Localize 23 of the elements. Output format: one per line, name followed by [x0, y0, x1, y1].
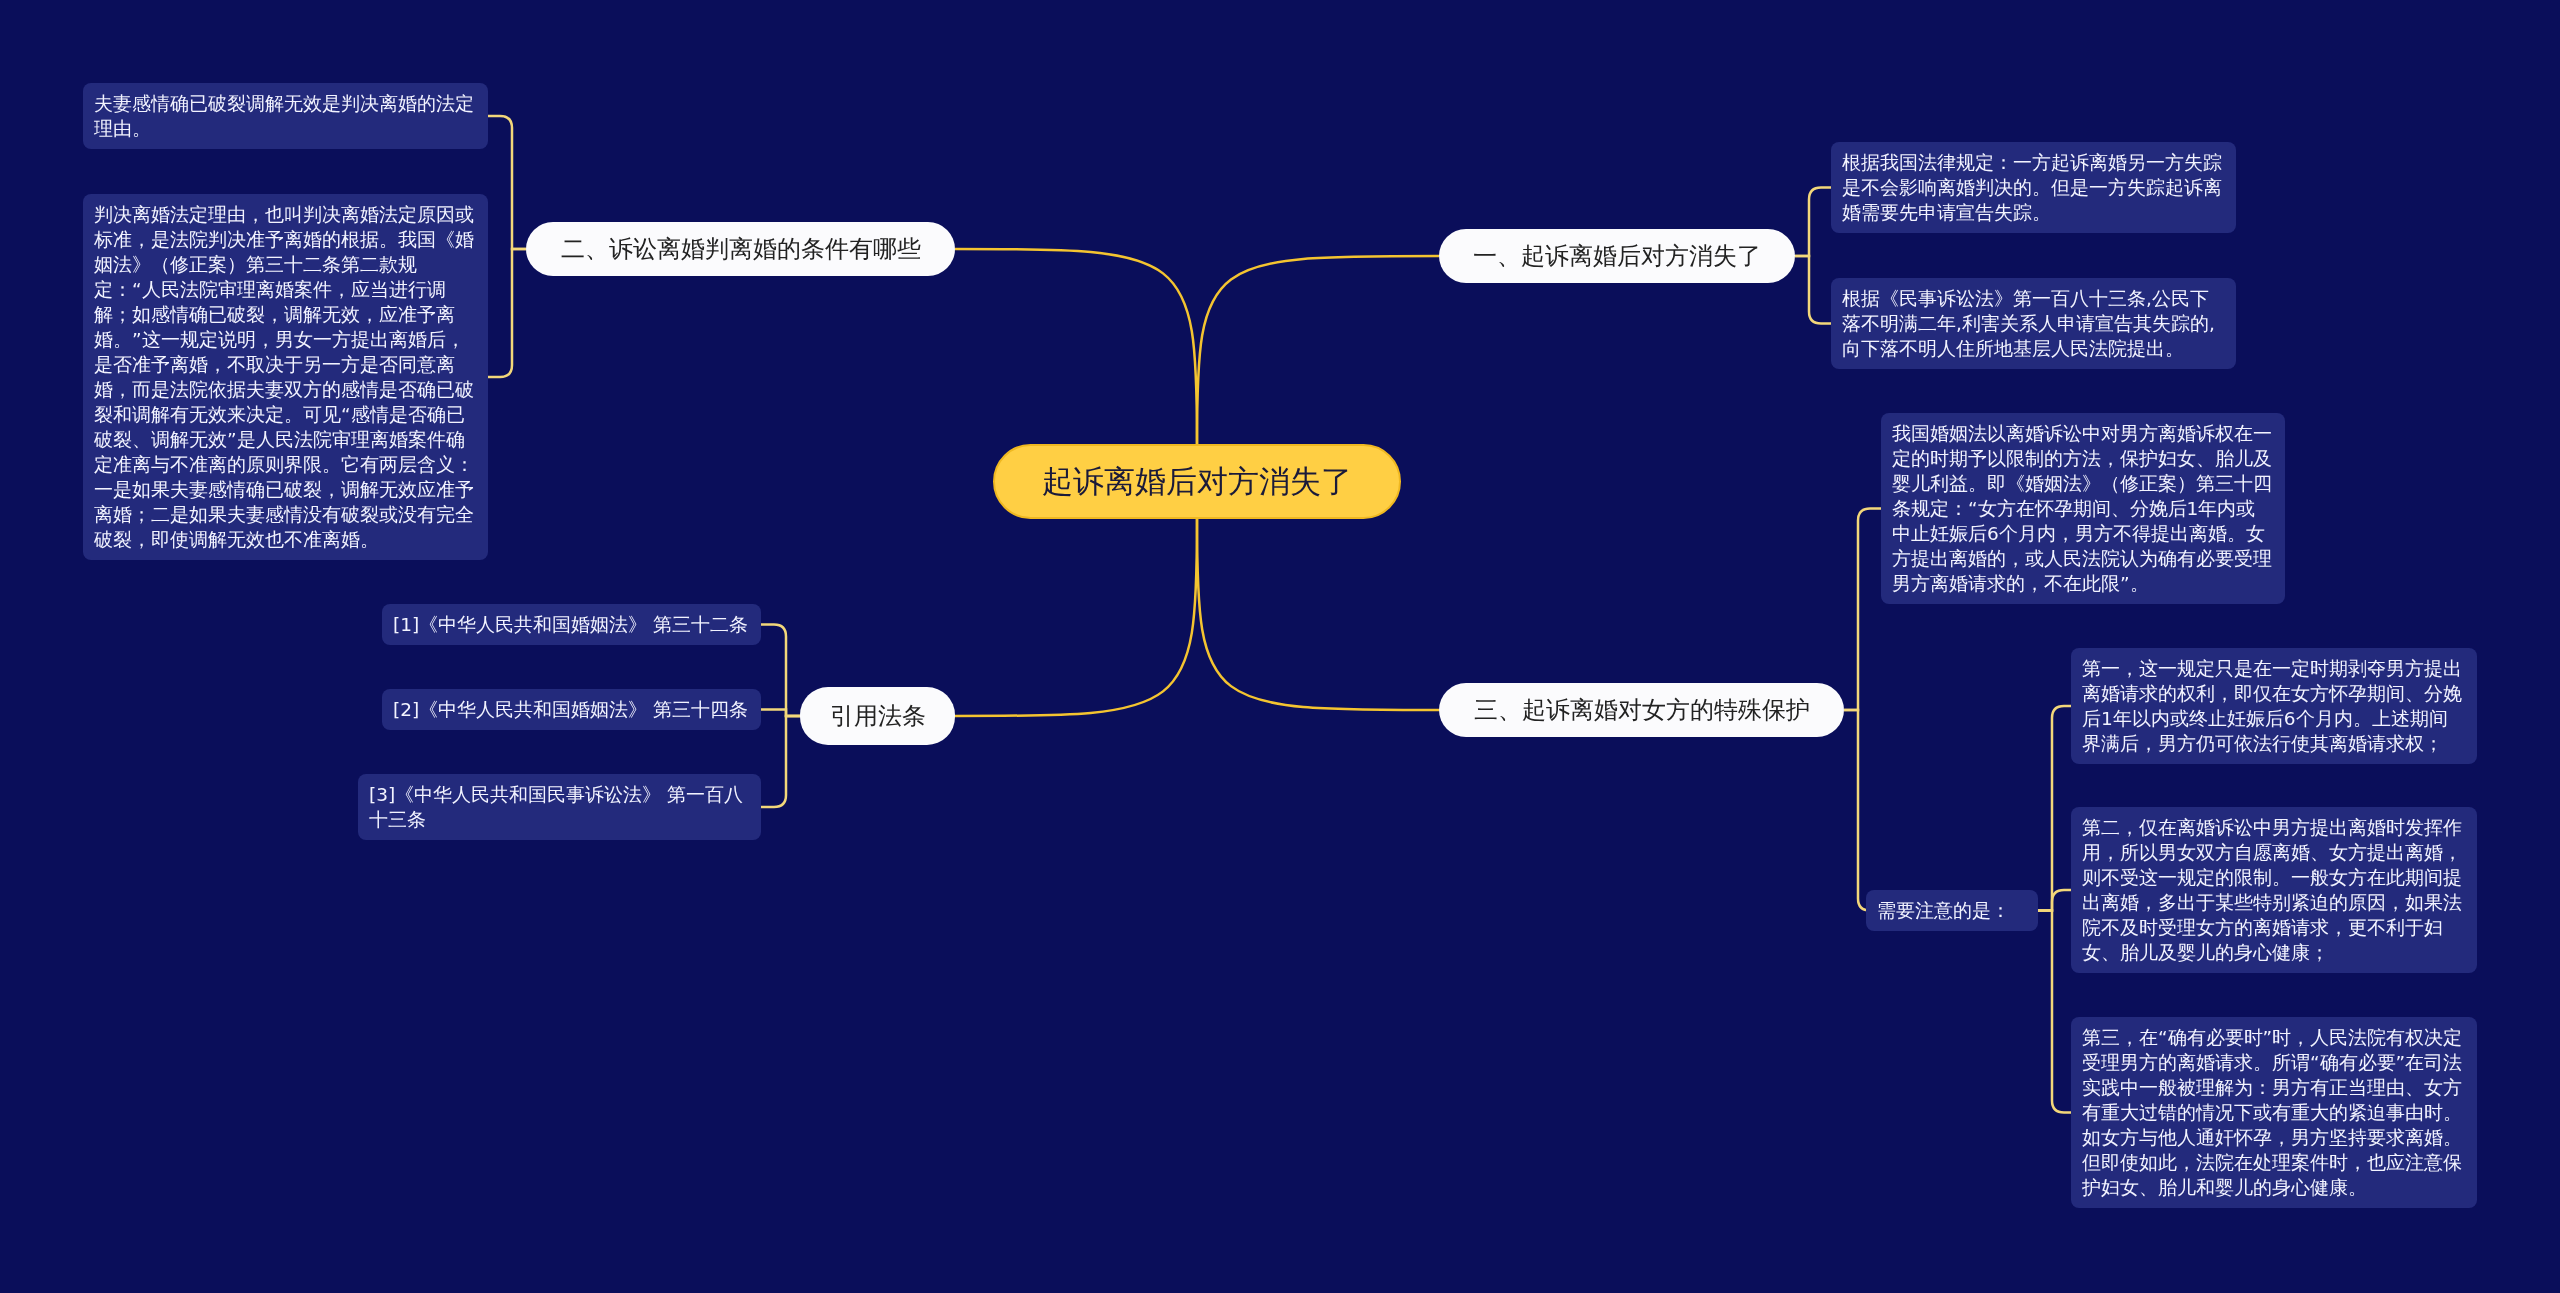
note-box: 根据我国法律规定：一方起诉离婚另一方失踪是不会影响离婚判决的。但是一方失踪起诉离婚需要先申请宣告失踪。 — [1831, 142, 2236, 233]
topic-box: 三、起诉离婚对女方的特殊保护 — [1439, 683, 1844, 737]
note-box: 第二，仅在离婚诉讼中男方提出离婚时发挥作用，所以男女双方自愿离婚、女方提出离婚，则不受这一规定的限制。一般女方在此期间提出离婚，多出于某些特别紧迫的原因，如果法院不及时受理女方的离婚请求，更不利于妇女、胎儿及婴儿的身心健康； — [2071, 807, 2477, 973]
topic-box: 一、起诉离婚后对方消失了 — [1439, 229, 1795, 283]
note-box: 夫妻感情确已破裂调解无效是判决离婚的法定理由。 — [83, 83, 488, 149]
connector-line — [761, 714, 800, 809]
central-topic: 起诉离婚后对方消失了 — [993, 444, 1401, 519]
note-box: 需要注意的是： — [1866, 890, 2038, 931]
topic-box: 二、诉讼离婚判离婚的条件有哪些 — [526, 222, 955, 276]
connector-line — [955, 247, 1199, 444]
note-box: 根据《民事诉讼法》第一百八十三条,公民下落不明满二年,利害关系人申请宣告其失踪的,向下落不明人住所地基层人民法院提出。 — [1831, 278, 2236, 369]
topic-box: 引用法条 — [800, 687, 955, 745]
note-box: 判决离婚法定理由，也叫判决离婚法定原因或标准，是法院判决准予离婚的根据。我国《婚姻法》（修正案）第三十二条第二款规定：“人民法院审理离婚案件，应当进行调解；如感情确已破裂，调解无效，应准予离婚。”这一规定说明，男女一方提出离婚后，是否准予离婚，不取决于另一方是否同意离婚，而是法院依据夫妻双方的感情是否确已破裂和调解有无效来决定。可见“感情是否确已破裂、调解无效”是人民法院审理离婚案件确定准离与不准离的原则界限。它有两层含义：一是如果夫妻感情确已破裂，调解无效应准予离婚；二是如果夫妻感情没有破裂或没有完全破裂，即使调解无效也不准离婚。 — [83, 194, 488, 560]
note-box: [3]《中华人民共和国民事诉讼法》 第一百八十三条 — [358, 774, 761, 840]
note-box: 我国婚姻法以离婚诉讼中对男方离婚诉权在一定的时期予以限制的方法，保护妇女、胎儿及婴儿利益。即《婚姻法》（修正案）第三十四条规定：“女方在怀孕期间、分娩后1年内或中止妊娠后6个月内，男方不得提出离婚。女方提出离婚的，或人民法院认为确有必要受理男方离婚请求的，不在此限”。 — [1881, 413, 2285, 604]
connector-line — [1795, 254, 1831, 325]
note-box: 第三，在“确有必要时”时，人民法院有权决定受理男方的离婚请求。所谓“确有必要”在司法实践中一般被理解为：男方有正当理由、女方有重大过错的情况下或有重大的紧迫事由时。如女方与他人通奸怀孕，男方坚持要求离婚。但即使如此，法院在处理案件时，也应注意保护妇女、胎儿和婴儿的身心健康。 — [2071, 1017, 2477, 1208]
connector-line — [2038, 909, 2071, 1114]
note-box: [1]《中华人民共和国婚姻法》 第三十二条 — [382, 604, 761, 645]
note-box: 第一，这一规定只是在一定时期剥夺男方提出离婚请求的权利，即仅在女方怀孕期间、分娩后1年以内或终止妊娠后6个月内。上述期间界满后，男方仍可依法行使其离婚请求权； — [2071, 648, 2477, 764]
connector-line — [955, 519, 1199, 718]
note-box: [2]《中华人民共和国婚姻法》 第三十四条 — [382, 689, 761, 730]
connector-line — [488, 247, 526, 379]
